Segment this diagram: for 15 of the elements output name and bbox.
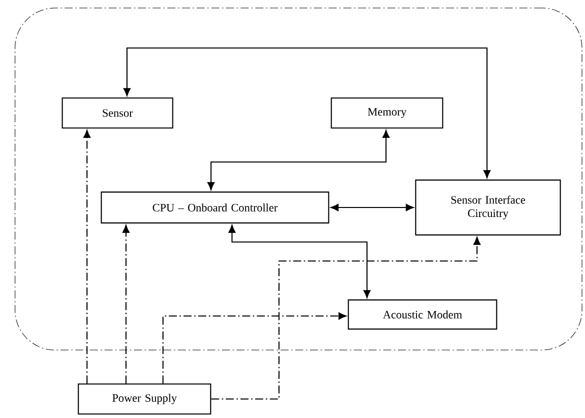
arrow (211, 236, 481, 400)
block-box: Sensor Interface Circuitry (415, 180, 561, 236)
block-box: Sensor (62, 97, 174, 129)
block-box: Memory (330, 97, 444, 129)
block-box: Power Supply (78, 383, 212, 415)
arrow (330, 204, 414, 212)
arrow (162, 312, 346, 384)
arrow (122, 224, 130, 384)
arrow (83, 130, 91, 384)
arrow (123, 47, 491, 178)
boundary-box (14, 8, 582, 350)
block-box: CPU – Onboard Controller (100, 192, 330, 224)
arrow (228, 224, 371, 298)
arrow (207, 130, 390, 190)
block-box: Acoustic Modem (348, 299, 498, 330)
